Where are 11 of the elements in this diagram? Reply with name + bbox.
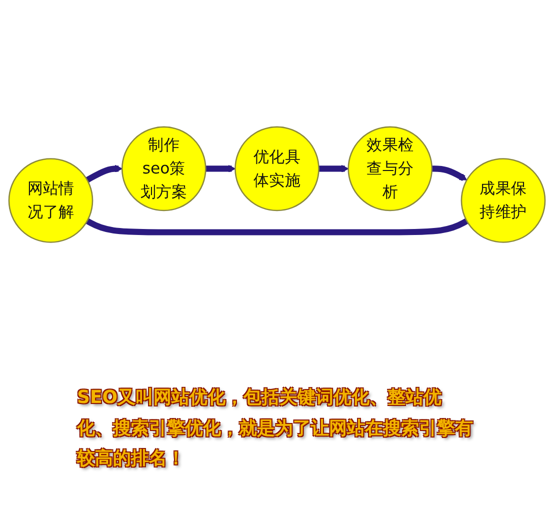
arrow bbox=[431, 166, 468, 182]
node-circle: 网站情况了解 bbox=[8, 158, 94, 244]
arrow bbox=[318, 165, 349, 173]
node-circle: 优化具体实施 bbox=[234, 126, 320, 212]
node-circle: 成果保持维护 bbox=[460, 158, 546, 244]
connector bbox=[86, 218, 468, 236]
arrow bbox=[205, 165, 236, 173]
node-circle: 效果检查与分析 bbox=[348, 126, 433, 212]
description-text: SEO又叫网站优化，包括关键词优化、整站优化、搜索引擎优化，就是为了让网站在搜索引擎有较高的排名！ bbox=[77, 386, 474, 472]
node-circle: 制作seo策划方案 bbox=[121, 126, 206, 212]
arrow bbox=[86, 165, 122, 184]
